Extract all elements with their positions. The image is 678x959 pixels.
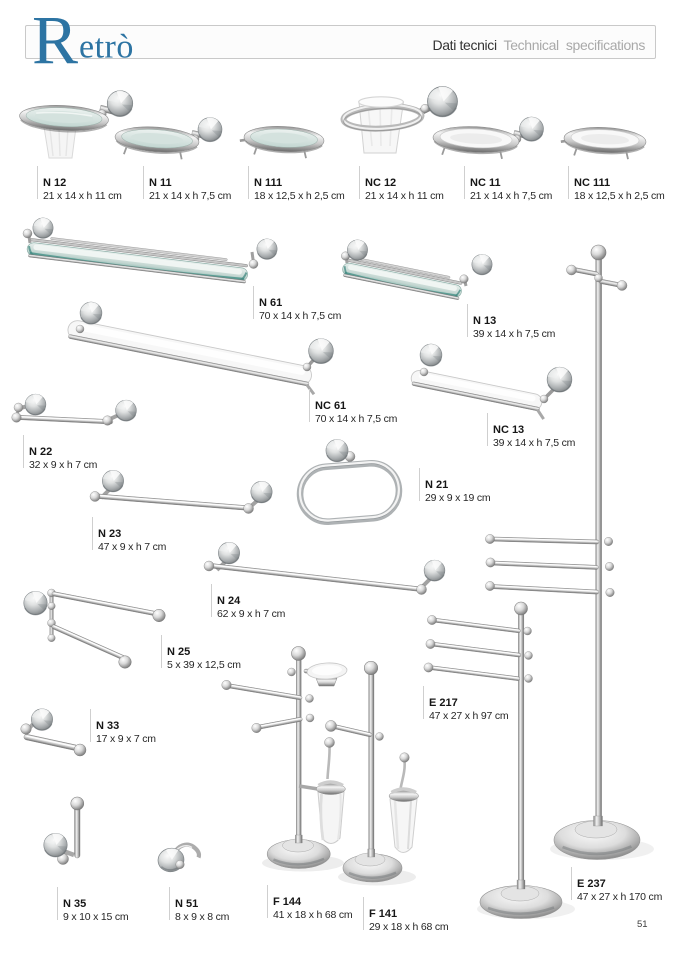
- svg-text:R: R: [32, 3, 78, 79]
- svg-text:etrò: etrò: [79, 29, 134, 66]
